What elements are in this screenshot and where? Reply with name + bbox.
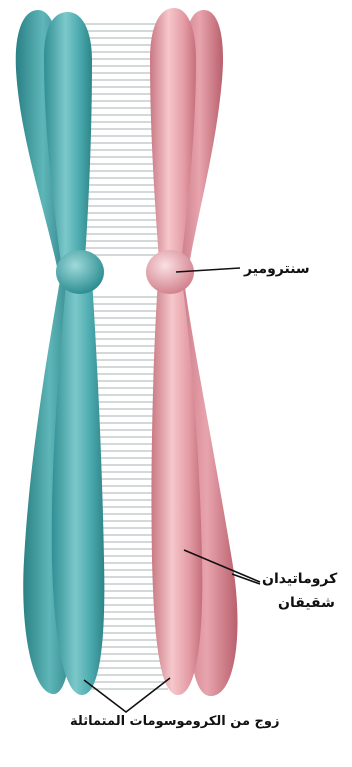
sister-chromatids-label-line2: شقيقان <box>278 595 335 611</box>
teal-centromere <box>56 250 104 294</box>
teal-chromosome <box>16 10 105 695</box>
homologous-pair-label: زوج من الكروموسومات المتماثلة <box>70 714 279 729</box>
pink-chromosome <box>146 8 238 696</box>
homologous-leader-lines <box>84 678 170 712</box>
sister-chromatids-label-line1: كروماتيدان <box>262 571 337 587</box>
pink-chromatid-front-lower <box>151 280 202 695</box>
centromere-label: سنترومير <box>244 261 310 277</box>
